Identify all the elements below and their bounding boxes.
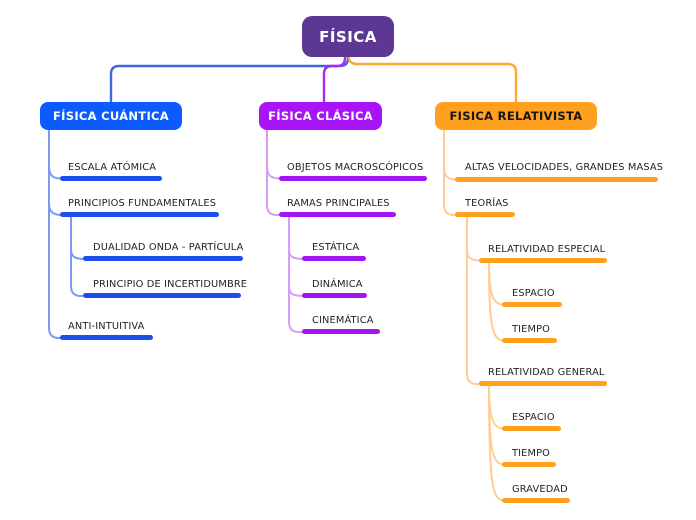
node-relatividad-general[interactable]: RELATIVIDAD GENERAL	[488, 367, 605, 378]
node-principios-fundamentales-underline	[60, 212, 219, 217]
node-gravedad-underline	[502, 498, 570, 503]
branch-node-fisica-cuantica[interactable]: FÍSICA CUÁNTICA	[40, 102, 182, 130]
node-altas-velocidades-underline	[455, 177, 658, 182]
node-dinamica[interactable]: DINÁMICA	[312, 279, 363, 290]
branch-node-fisica-clasica[interactable]: FÍSICA CLÁSICA	[259, 102, 382, 130]
node-anti-intuitiva-underline	[60, 335, 153, 340]
node-objetos-macroscopicos[interactable]: OBJETOS MACROSCÓPICOS	[287, 162, 424, 173]
node-especial-espacio[interactable]: ESPACIO	[512, 288, 555, 299]
node-relatividad-especial[interactable]: RELATIVIDAD ESPECIAL	[488, 244, 606, 255]
connector-cuantica-trunk	[48, 129, 63, 339]
connector-especial-to-espacio	[488, 262, 505, 306]
node-especial-espacio-underline	[502, 302, 562, 307]
connector-root-to-clasica	[322, 55, 347, 104]
node-anti-intuitiva[interactable]: ANTI-INTUITIVA	[68, 321, 145, 332]
connector-root-to-relativista	[347, 55, 518, 104]
branch-node-fisica-relativista[interactable]: FISICA RELATIVISTA	[435, 102, 597, 130]
connector-root-to-cuantica	[109, 55, 350, 104]
node-dualidad-onda-particula[interactable]: DUALIDAD ONDA - PARTÍCULA	[93, 242, 244, 253]
node-relatividad-especial-underline	[479, 258, 607, 263]
node-principios-fundamentales[interactable]: PRINCIPIOS FUNDAMENTALES	[68, 198, 217, 209]
connector-teorias-subtrunk	[466, 216, 482, 385]
node-objetos-macroscopicos-underline	[279, 176, 427, 181]
connector-general-to-gravedad	[488, 385, 505, 502]
node-principio-incertidumbre[interactable]: PRINCIPIO DE INCERTIDUMBRE	[93, 279, 248, 290]
node-altas-velocidades[interactable]: ALTAS VELOCIDADES, GRANDES MASAS	[465, 162, 664, 173]
root-node-fisica[interactable]: FÍSICA	[302, 16, 394, 57]
node-escala-atomica-underline	[60, 176, 162, 181]
node-general-espacio-underline	[502, 426, 561, 431]
node-teorias[interactable]: TEORÍAS	[465, 198, 509, 209]
node-dinamica-underline	[302, 293, 367, 298]
node-ramas-principales-underline	[279, 212, 396, 217]
node-cinematica-underline	[302, 329, 380, 334]
node-cinematica[interactable]: CINEMÁTICA	[312, 315, 374, 326]
node-relatividad-general-underline	[479, 381, 607, 386]
connector-general-to-espacio	[488, 385, 505, 430]
connector-general-to-tiempo	[488, 385, 505, 466]
node-general-tiempo[interactable]: TIEMPO	[512, 448, 551, 459]
node-ramas-principales[interactable]: RAMAS PRINCIPALES	[287, 198, 390, 209]
connector-relativista-trunk	[443, 129, 458, 216]
node-especial-tiempo-underline	[502, 338, 557, 343]
connector-clasica-trunk	[266, 129, 282, 216]
node-estatica-underline	[302, 256, 366, 261]
node-gravedad[interactable]: GRAVEDAD	[512, 484, 568, 495]
node-general-espacio[interactable]: ESPACIO	[512, 412, 555, 423]
node-estatica[interactable]: ESTÁTICA	[312, 242, 360, 253]
node-principio-incertidumbre-underline	[83, 293, 241, 298]
node-teorias-underline	[455, 212, 515, 217]
node-escala-atomica[interactable]: ESCALA ATÓMICA	[68, 162, 157, 173]
node-dualidad-onda-particula-underline	[83, 256, 243, 261]
node-general-tiempo-underline	[502, 462, 556, 467]
node-especial-tiempo[interactable]: TIEMPO	[512, 324, 551, 335]
connector-ramas-subtrunk	[288, 216, 305, 333]
